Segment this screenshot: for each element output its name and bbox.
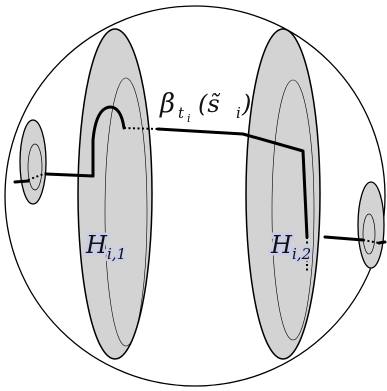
handle-1-label: H i,1: [83, 229, 129, 266]
path-label-base: β: [159, 89, 175, 119]
path-label-argsub: i: [236, 104, 241, 122]
small-disk-right: [357, 181, 385, 269]
path-label-close: ): [241, 90, 251, 118]
handle-disk-2: [245, 28, 321, 360]
handle-disk-1: [77, 28, 153, 360]
path-label-arg: (s̃: [198, 90, 221, 118]
handle-1-label-sub: i,1: [107, 245, 126, 263]
handle-2-label: H i,2: [268, 229, 314, 266]
path-beta-hidden: [27, 127, 380, 272]
outer-sphere: [4, 5, 386, 387]
path-beta: [13, 105, 387, 245]
path-label-sub: t: [178, 104, 185, 122]
path-label-subsub: i: [187, 112, 191, 125]
handle-1-label-base: H: [85, 231, 108, 259]
handle-2-label-base: H: [270, 231, 293, 259]
path-label: β t i (s̃ i ): [159, 89, 251, 125]
handle-2-label-sub: i,2: [292, 245, 311, 263]
small-disk-left: [19, 119, 47, 205]
